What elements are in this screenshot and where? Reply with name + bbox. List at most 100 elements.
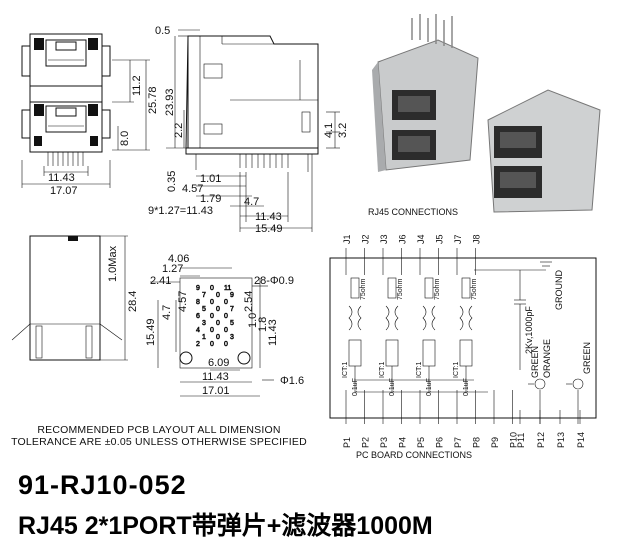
- side-d3: 4.57: [182, 183, 203, 195]
- pcb-hole-label: 4: [196, 327, 200, 334]
- transformer: [422, 339, 436, 367]
- side-top: 0.5: [155, 25, 170, 37]
- front-h2: 25.78: [147, 86, 159, 114]
- front-h1: 11.2: [131, 75, 143, 96]
- pcb-hole-label: 7: [230, 306, 234, 313]
- pcb-hole-label: 2: [196, 341, 200, 348]
- side-h-left: 2.2: [173, 123, 185, 138]
- resistor: [461, 277, 471, 299]
- pin-label: P8: [472, 437, 482, 448]
- ict-label: ICT:1: [379, 362, 386, 378]
- pin-label: P3: [379, 437, 389, 448]
- front-width-inner: 11.43: [48, 172, 75, 184]
- pcb-hole-label: 5: [230, 320, 234, 327]
- pcb-w5: 11.43: [202, 371, 229, 383]
- pcb-hole-label: 7: [202, 292, 206, 299]
- pcb-hole-label: 3: [230, 334, 234, 341]
- ground-label: GROUND: [554, 270, 564, 310]
- pcb-v3: 4.7: [161, 305, 173, 320]
- pin-label: P5: [416, 437, 426, 448]
- pcb-w1: 4.06: [168, 253, 189, 265]
- jack-label: J5: [435, 234, 445, 244]
- ict-label: ICT:1: [453, 362, 460, 378]
- pcb-hole-label: 0: [224, 313, 228, 320]
- ict-label: ICT:1: [342, 362, 349, 378]
- pcb-hole-label: 1: [202, 334, 206, 341]
- bottom-max: 1.0Max: [107, 245, 119, 282]
- side-height: 23.93: [164, 88, 176, 116]
- pcb-hole-label: 0: [216, 320, 220, 327]
- jack-label: J6: [398, 234, 408, 244]
- side-d1: 0.35: [166, 171, 178, 192]
- schematic: [329, 248, 597, 424]
- pin-label: P7: [453, 437, 463, 448]
- pcb-v7: 11.43: [267, 319, 279, 346]
- transformer: [459, 339, 473, 367]
- choke-coil: [459, 305, 464, 331]
- side-view: [166, 29, 340, 232]
- jack-label: J4: [416, 234, 426, 244]
- pcb-hole-label: 3: [202, 320, 206, 327]
- pcb-hole-label: 0: [216, 292, 220, 299]
- pcb-hole-label: 0: [216, 306, 220, 313]
- tolerance-note: RECOMMENDED PCB LAYOUT ALL DIMENSION TOL…: [0, 424, 318, 448]
- product-photo: [372, 14, 601, 213]
- transformer: [348, 339, 362, 367]
- choke-coil: [385, 305, 390, 331]
- jack-label: J8: [472, 234, 482, 244]
- product-description: RJ45 2*1PORT带弹片+滤波器1000M: [18, 512, 433, 540]
- resistor: [387, 277, 397, 299]
- cap-label: 0.1uF: [352, 378, 359, 396]
- side-tab1: 4.1: [323, 123, 335, 138]
- pcb-w3: 2.41: [150, 275, 171, 287]
- led1b-label: ORANGE: [542, 339, 552, 378]
- pcb-hole-label: 0: [224, 341, 228, 348]
- part-number: 91-RJ10-052: [18, 470, 187, 500]
- pcb-hole-label: 0: [210, 327, 214, 334]
- pcb-v6: 1.8: [257, 317, 269, 332]
- pcb-hole-label: 11: [224, 285, 231, 292]
- pin-label: P11: [516, 433, 526, 448]
- led2-label: GREEN: [582, 342, 592, 374]
- pcb-w2: 1.27: [162, 263, 183, 275]
- pcb-hole-label: 0: [210, 285, 214, 292]
- pcb-v2: 15.49: [145, 318, 157, 346]
- schematic-components: 75ohmICT:10.1uF75ohmICT:10.1uF75ohmICT:1…: [342, 278, 478, 396]
- jack-label: J2: [361, 234, 371, 244]
- side-pitch: 9*1.27=11.43: [148, 205, 213, 217]
- note-line2: TOLERANCE ARE ±0.05 UNLESS OTHERWISE SPE…: [11, 436, 307, 448]
- schematic-top-label: RJ45 CONNECTIONS: [368, 207, 458, 217]
- resistor-label: 75ohm: [434, 278, 441, 300]
- transformer: [385, 339, 399, 367]
- pin-label: P14: [576, 432, 586, 448]
- pcb-w6: 17.01: [202, 385, 230, 397]
- pcb-hole-label: 8: [196, 299, 200, 306]
- resistor-label: 75ohm: [397, 278, 404, 300]
- resistor-label: 75ohm: [360, 278, 367, 300]
- bottom-height: 28.4: [127, 291, 139, 312]
- pin-label: P6: [435, 437, 445, 448]
- front-h3: 8.0: [119, 131, 131, 146]
- pcb-v5: 1.0: [247, 313, 259, 328]
- front-width-outer: 17.07: [50, 185, 78, 197]
- led1-label: GREEN: [530, 346, 540, 378]
- cap-label: 0.1uF: [426, 378, 433, 396]
- pcb-holes: 28-Φ0.9: [254, 275, 294, 287]
- side-d6: 11.43: [255, 211, 282, 223]
- pcb-v1: 2.54: [243, 291, 255, 312]
- pcb-hole-label: 0: [210, 299, 214, 306]
- pcb-hole-label: 9: [196, 285, 200, 292]
- choke-coil: [357, 305, 362, 331]
- side-d4: 1.79: [200, 193, 221, 205]
- pcb-v4: 4.57: [177, 291, 189, 312]
- cap-label: 0.1uF: [389, 378, 396, 396]
- pcb-hole-label: 9: [230, 292, 234, 299]
- resistor-label: 75ohm: [471, 278, 478, 300]
- pcb-hole-label: 0: [210, 313, 214, 320]
- pin-label: P13: [556, 432, 566, 448]
